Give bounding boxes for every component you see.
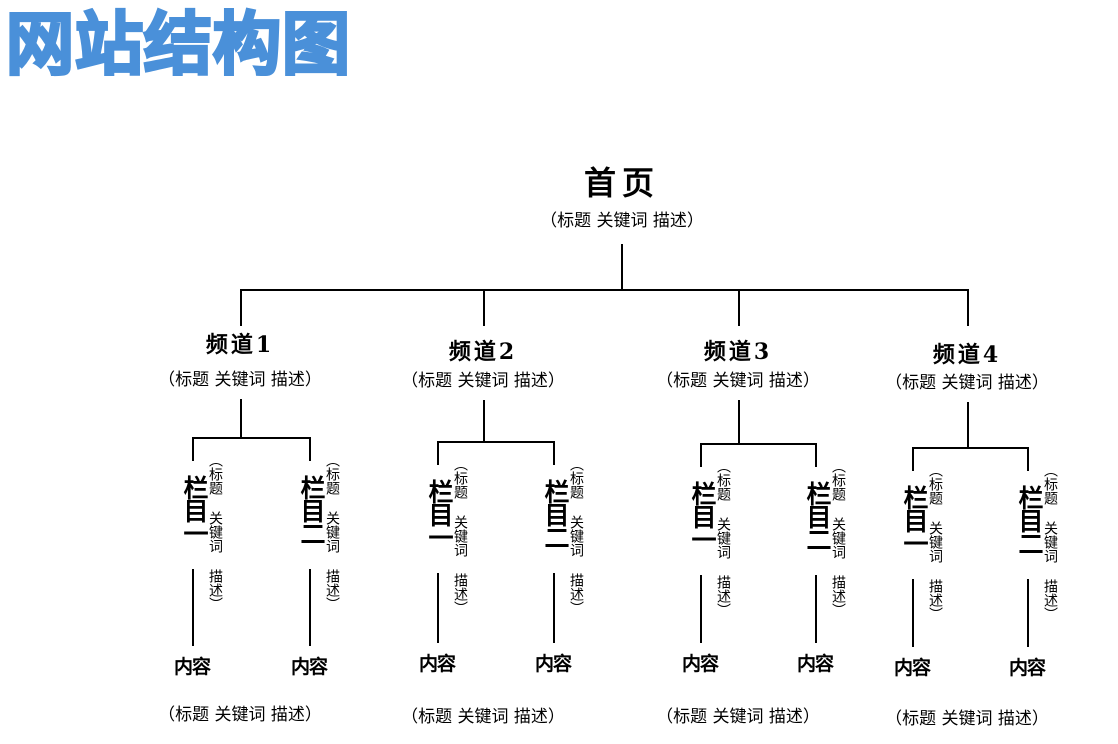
channel-2-meta: （标题 关键词 描述） [401, 371, 565, 391]
channel-1-column-1-drop-line [192, 437, 194, 461]
channel-4-column-bar [912, 447, 1027, 449]
channel-2-column-2-content-label: 内容 [534, 653, 572, 675]
channel-1-column-2-content-line [309, 569, 311, 646]
channel-1-column-2-content-label: 内容 [290, 656, 328, 678]
channel-3-column-1-meta: （标题 关键词 描述） [715, 459, 731, 617]
channel-3-column-2-content-label: 内容 [796, 653, 834, 675]
channel-1-column-bar [192, 437, 309, 439]
channel-3-stem-line [738, 400, 740, 443]
channel-4-column-1-content-label: 内容 [893, 657, 931, 679]
channel-1-content-meta: （标题 关键词 描述） [158, 705, 322, 725]
channel-2-content-meta: （标题 关键词 描述） [401, 707, 565, 727]
channel-3-column-2-label: 栏目二 [803, 481, 832, 550]
home-stem-line [621, 244, 623, 290]
channel-1-column-2-drop-line [309, 437, 311, 461]
channel-1-column-2-meta: （标题 关键词 描述） [324, 453, 340, 611]
page-title: 网站结构图 [4, 5, 352, 87]
channel-1-column-1-label: 栏目一 [180, 475, 209, 544]
channel-1-column-1-content-label: 内容 [173, 656, 211, 678]
channel-4-label: 频道4 [932, 342, 1002, 368]
channel-1-stem-line [240, 399, 242, 437]
channel-2-column-2-drop-line [553, 441, 555, 465]
channel-2-column-2-meta: （标题 关键词 描述） [568, 457, 584, 615]
channel-4-drop-line [967, 290, 969, 326]
channel-3-column-1-label: 栏目一 [688, 481, 717, 550]
channel-4-column-2-label: 栏目二 [1015, 485, 1044, 554]
channel-bus-line [240, 289, 969, 291]
home-node-label: 首页 [583, 164, 660, 202]
channel-4-column-1-drop-line [912, 447, 914, 471]
channel-2-column-1-drop-line [437, 441, 439, 465]
channel-2-column-1-label: 栏目一 [425, 479, 454, 548]
channel-3-content-meta: （标题 关键词 描述） [656, 707, 820, 727]
channel-2-column-1-content-label: 内容 [418, 653, 456, 675]
channel-4-column-1-meta: （标题 关键词 描述） [927, 463, 943, 621]
channel-1-label: 频道1 [205, 332, 275, 358]
channel-1-column-2-label: 栏目二 [297, 475, 326, 544]
channel-4-stem-line [967, 402, 969, 447]
channel-3-drop-line [738, 290, 740, 326]
channel-2-column-1-meta: （标题 关键词 描述） [452, 457, 468, 615]
channel-1-drop-line [240, 290, 242, 326]
channel-4-column-2-meta: （标题 关键词 描述） [1042, 463, 1058, 621]
channel-4-column-1-content-line [912, 579, 914, 647]
channel-4-column-2-drop-line [1027, 447, 1029, 471]
channel-4-column-2-content-line [1027, 579, 1029, 647]
channel-2-column-2-label: 栏目二 [541, 479, 570, 548]
channel-1-column-1-content-line [192, 569, 194, 646]
channel-3-column-bar [700, 443, 815, 445]
channel-4-content-meta: （标题 关键词 描述） [885, 709, 1049, 729]
channel-3-column-2-meta: （标题 关键词 描述） [830, 459, 846, 617]
channel-2-column-1-content-line [437, 573, 439, 643]
channel-2-drop-line [483, 290, 485, 326]
home-node-meta: （标题 关键词 描述） [540, 211, 704, 231]
channel-3-column-1-drop-line [700, 443, 702, 467]
channel-2-column-bar [437, 441, 553, 443]
channel-2-column-2-content-line [553, 573, 555, 643]
channel-3-column-1-content-line [700, 575, 702, 643]
channel-3-meta: （标题 关键词 描述） [656, 371, 820, 391]
channel-3-label: 频道3 [703, 339, 773, 365]
channel-4-column-1-label: 栏目一 [900, 485, 929, 554]
channel-2-label: 频道2 [448, 339, 518, 365]
channel-1-meta: （标题 关键词 描述） [158, 370, 322, 390]
channel-2-stem-line [483, 400, 485, 441]
channel-3-column-1-content-label: 内容 [681, 653, 719, 675]
channel-3-column-2-drop-line [815, 443, 817, 467]
channel-4-column-2-content-label: 内容 [1008, 657, 1046, 679]
channel-3-column-2-content-line [815, 575, 817, 643]
channel-4-meta: （标题 关键词 描述） [885, 373, 1049, 393]
channel-1-column-1-meta: （标题 关键词 描述） [207, 453, 223, 611]
